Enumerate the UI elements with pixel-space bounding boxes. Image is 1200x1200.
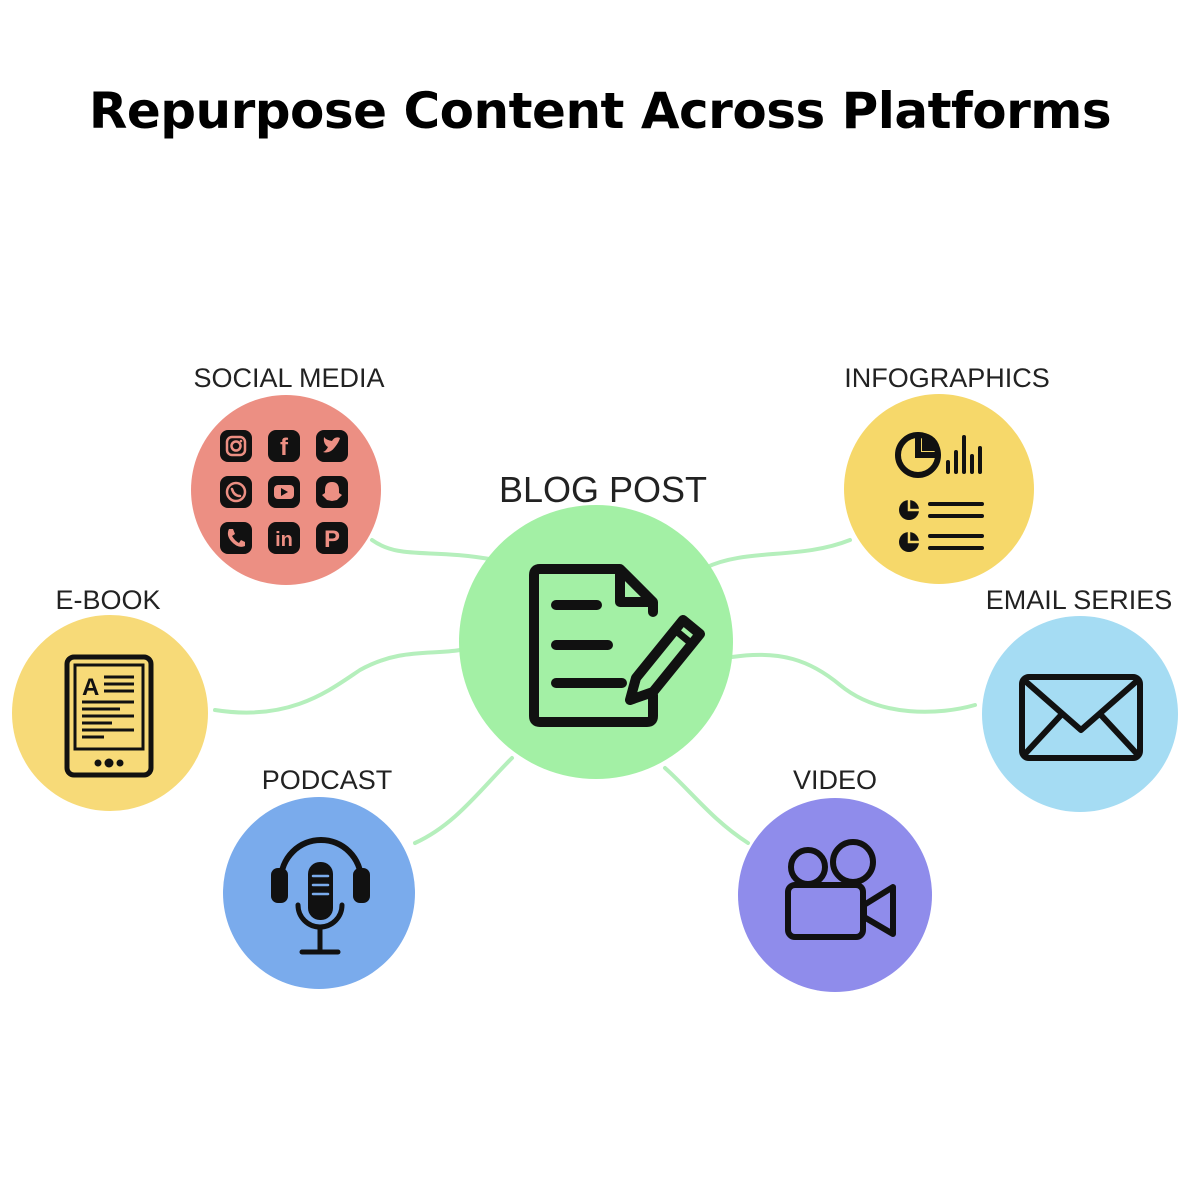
pinterest-icon: P (316, 522, 348, 554)
whatsapp-icon (220, 476, 252, 508)
e-book-label: E-BOOK (55, 585, 160, 615)
node-infographics: INFOGRAPHICS (844, 363, 1050, 584)
snapchat-icon (316, 476, 348, 508)
twitter-icon (316, 430, 348, 462)
node-e-book: E-BOOK A (12, 585, 208, 811)
connector-infographics (703, 538, 852, 570)
hub-blog-post: BLOG POST (459, 469, 733, 779)
video-camera-icon (785, 839, 896, 940)
connector-social-media (370, 538, 497, 562)
linkedin-icon-letter: in (275, 529, 293, 551)
pinterest-icon-letter: P (324, 526, 340, 553)
connector-podcast (413, 756, 514, 845)
facebook-icon: f (268, 430, 300, 462)
email-series-circle (982, 616, 1178, 812)
phone-icon (220, 522, 252, 554)
ereader-icon: A (64, 654, 154, 778)
document-pencil-icon (529, 564, 705, 727)
envelope-icon (1019, 674, 1143, 761)
connector-e-book (213, 648, 462, 715)
instagram-icon (220, 430, 252, 462)
page-title: Repurpose Content Across Platforms (88, 82, 1112, 140)
video-circle (738, 798, 932, 992)
headphones-microphone-icon (271, 837, 370, 955)
youtube-icon (268, 476, 300, 508)
ereader-glyph: A (82, 674, 99, 701)
infographics-circle (844, 394, 1034, 584)
node-video: VIDEO (738, 765, 932, 992)
node-podcast: PODCAST (223, 765, 415, 989)
infographics-label: INFOGRAPHICS (844, 363, 1050, 393)
node-social-media: SOCIAL MEDIA f in P (191, 363, 385, 585)
e-book-circle (12, 615, 208, 811)
connectors (213, 538, 977, 845)
video-label: VIDEO (793, 765, 877, 795)
chart-icon (895, 432, 984, 552)
podcast-label: PODCAST (262, 765, 393, 795)
facebook-icon-letter: f (280, 434, 289, 461)
blog-post-label: BLOG POST (499, 469, 707, 510)
social-apps-grid-icon: f in P (220, 430, 348, 554)
email-series-label: EMAIL SERIES (986, 585, 1173, 615)
connector-email-series (730, 652, 977, 714)
linkedin-icon: in (268, 522, 300, 554)
connector-video (663, 766, 750, 845)
node-email-series: EMAIL SERIES (982, 585, 1178, 812)
social-media-label: SOCIAL MEDIA (193, 363, 384, 393)
